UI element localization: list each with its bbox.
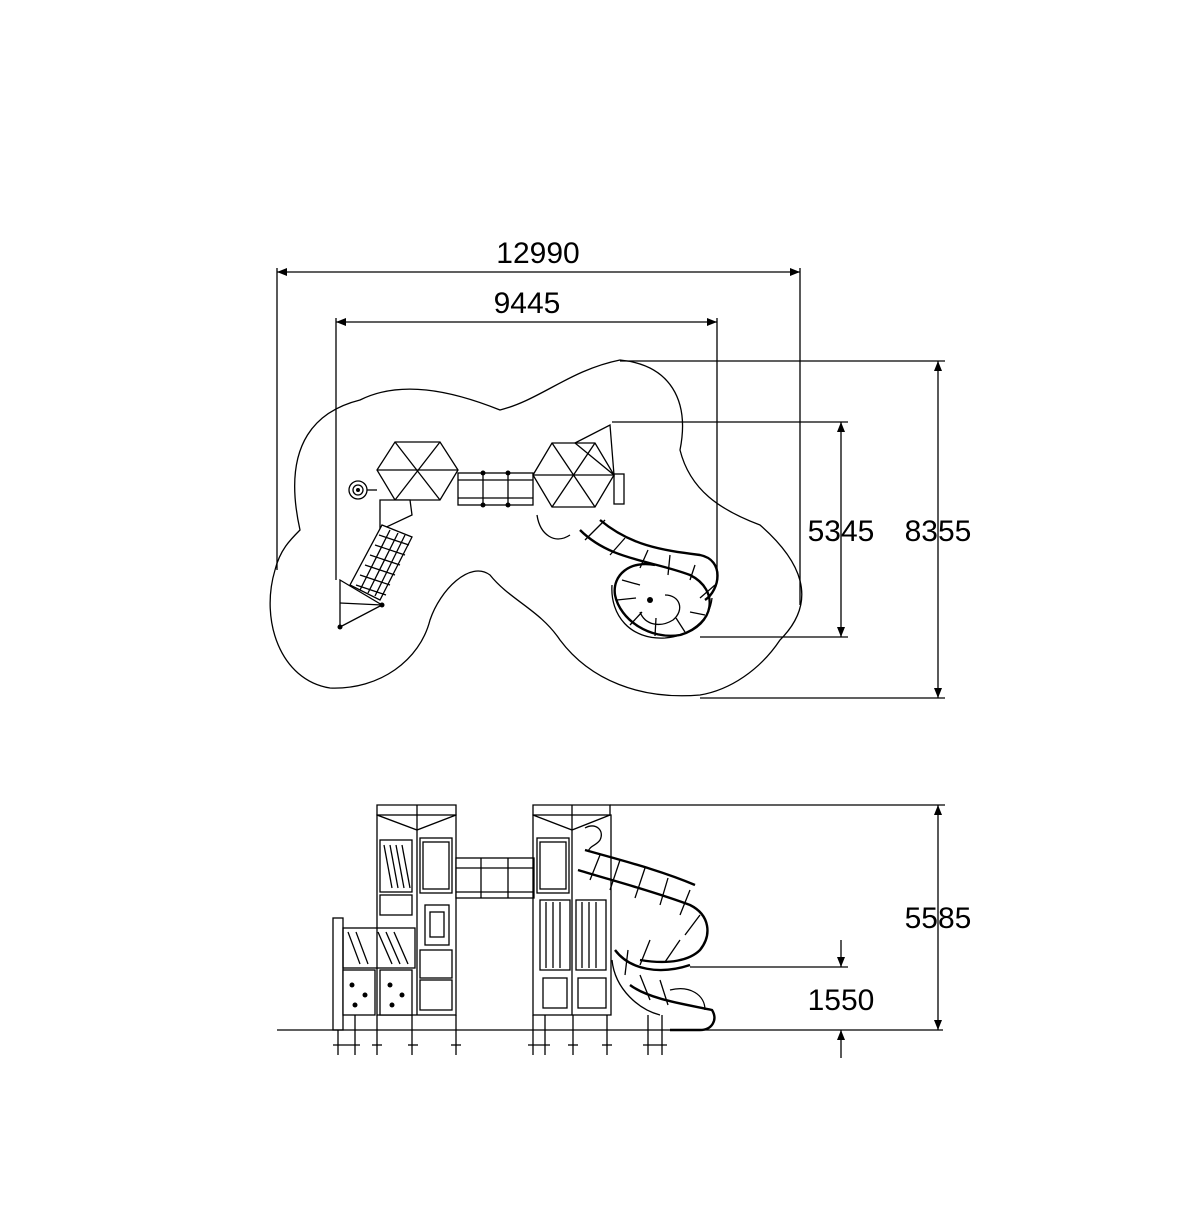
dimension-overall-width: 8355: [620, 360, 972, 699]
dimension-structure-width: 5345: [612, 421, 875, 638]
left-tower-roof: [376, 441, 459, 532]
safety-zone-outline: [269, 359, 803, 697]
overall-width-label: 8355: [905, 515, 972, 548]
left-low-deck: [332, 917, 416, 1055]
structure-width-label: 5345: [808, 515, 875, 548]
spiral-tube-slide-side: [577, 848, 716, 1055]
structure-length-label: 9445: [494, 287, 561, 320]
right-tower-roof: [532, 423, 625, 540]
right-tower-side: [528, 804, 612, 1055]
overall-length-label: 12990: [496, 237, 579, 270]
bridge: [457, 470, 534, 508]
triangle-deck: [337, 578, 385, 630]
dimension-structure-length: 9445: [335, 287, 718, 580]
spiral-tube-slide-plan: [579, 519, 719, 639]
dimension-overall-height: 5585: [610, 804, 972, 1030]
dimension-platform-height: 1550: [690, 940, 874, 1058]
overall-height-label: 5585: [905, 902, 972, 935]
dimension-overall-length: 12990: [276, 237, 801, 605]
climbing-net: [349, 524, 413, 601]
plan-view: 12990 9445 5345 8355: [269, 237, 972, 699]
left-tower-side: [376, 804, 461, 1055]
bridge-side: [455, 857, 535, 899]
side-view: 5585 1550: [277, 804, 972, 1058]
platform-height-label: 1550: [808, 984, 875, 1017]
rope-spiral-climber: [348, 480, 377, 500]
